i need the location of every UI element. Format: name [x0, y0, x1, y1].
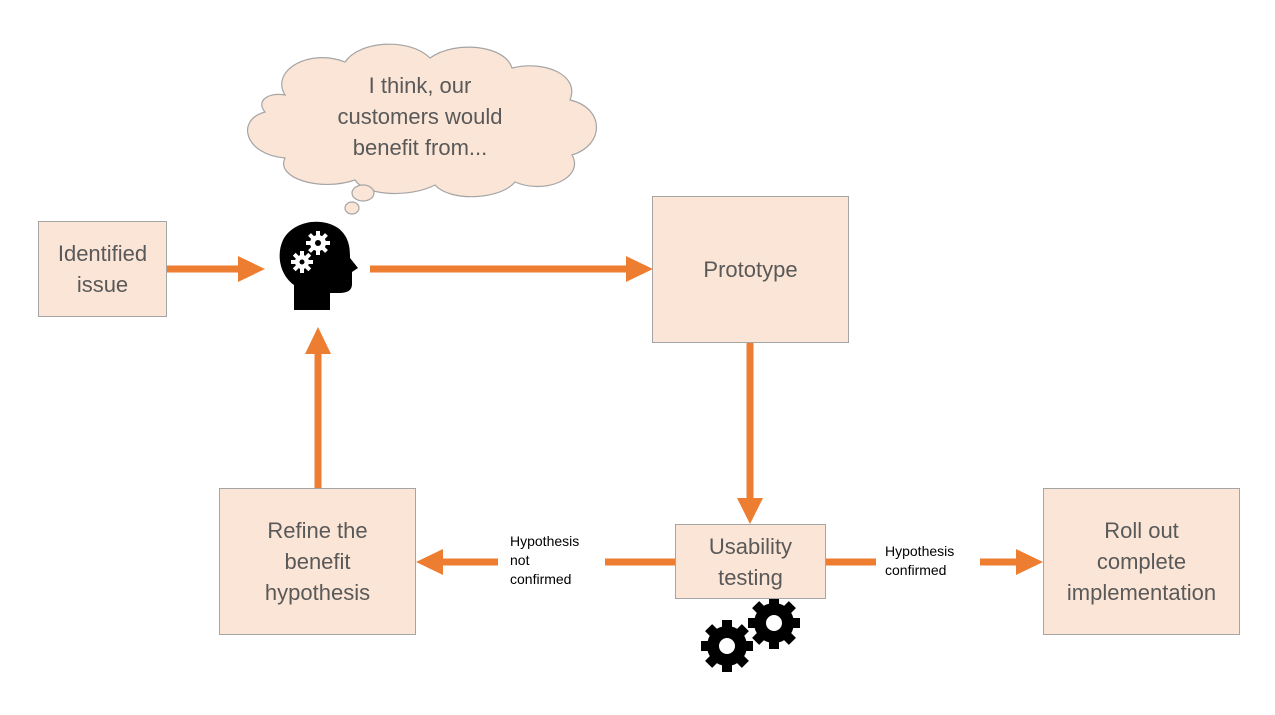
node-usability-testing: Usability testing	[675, 524, 826, 599]
gears-icon	[701, 597, 800, 672]
arrow-prototype-to-testing-head	[737, 498, 763, 524]
node-identified-issue-line-1: Identified	[57, 241, 148, 266]
node-prototype: Prototype	[652, 196, 849, 343]
thought-line-2: customers would	[337, 104, 503, 129]
node-refine-line-1: Refine the	[267, 518, 368, 543]
thought-text: I think, our customers would benefit fro…	[290, 70, 550, 163]
thought-line-1: I think, our	[368, 73, 472, 98]
node-usability-testing-line-2: testing	[718, 564, 783, 590]
thought-line-3: benefit from...	[352, 135, 488, 160]
arrow-refine-to-head-head	[305, 327, 331, 354]
node-usability-testing-line-1: Usability	[708, 533, 793, 559]
head-with-gears-icon	[279, 221, 358, 310]
edge-label-confirmed-line-2: confirmed	[885, 562, 947, 578]
node-refine-hypothesis: Refine the benefit hypothesis	[219, 488, 416, 635]
node-rollout-line-1: Roll out	[1104, 518, 1179, 543]
edge-label-confirmed: Hypothesis confirmed	[885, 542, 954, 580]
arrow-issue-to-head-head	[238, 256, 265, 282]
edge-label-not-confirmed: Hypothesis not confirmed	[510, 532, 579, 589]
node-identified-issue-line-2: issue	[76, 272, 129, 297]
arrow-testing-to-refine-head	[416, 549, 443, 575]
node-rollout-line-3: implementation	[1066, 580, 1217, 605]
node-refine-line-2: benefit	[284, 549, 351, 574]
edge-label-not-confirmed-line-2: not	[510, 552, 530, 568]
edge-label-not-confirmed-line-1: Hypothesis	[510, 533, 580, 549]
arrow-testing-to-rollout-head	[1016, 549, 1043, 575]
node-refine-line-3: hypothesis	[264, 580, 371, 605]
node-identified-issue: Identified issue	[38, 221, 167, 317]
arrows	[166, 256, 1043, 575]
node-rollout-line-2: complete	[1096, 549, 1187, 574]
thought-cloud	[247, 43, 597, 215]
arrow-head-to-prototype-head	[626, 256, 653, 282]
edge-label-not-confirmed-line-3: confirmed	[510, 571, 572, 587]
node-roll-out: Roll out complete implementation	[1043, 488, 1240, 635]
node-prototype-label: Prototype	[703, 257, 798, 282]
edge-label-confirmed-line-1: Hypothesis	[885, 543, 955, 559]
